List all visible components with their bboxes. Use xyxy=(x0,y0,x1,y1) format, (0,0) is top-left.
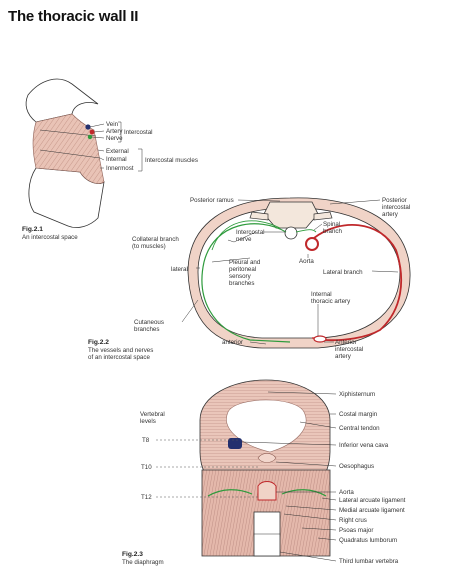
intercostal-vein xyxy=(85,124,91,130)
label-spinal-2: branch xyxy=(323,228,342,235)
aortic-hiatus xyxy=(257,481,277,501)
label-lateral-branch: Lateral branch xyxy=(323,269,363,276)
label-collateral-2: (to muscles) xyxy=(132,243,166,250)
label-anterior-ic-1: Anterior xyxy=(335,339,357,346)
label-psoas: Psoas major xyxy=(339,527,373,534)
label-posterior-ic-artery-2: intercostal xyxy=(382,204,410,211)
page-title: The thoracic wall II xyxy=(8,8,139,25)
label-pleural-4: branches xyxy=(229,280,254,287)
label-central-tendon: Central tendon xyxy=(339,425,380,432)
vertebral-processes xyxy=(249,211,333,221)
fig1-intercostal-space: Vein Artery Nerve Intercostal External I… xyxy=(22,78,198,241)
label-lateral: lateral xyxy=(171,266,188,273)
aorta-section xyxy=(305,237,319,251)
collateral-branch-nerve xyxy=(211,220,281,251)
label-posterior-ramus: Posterior ramus xyxy=(190,197,234,204)
label-cutaneous-1: Cutaneous xyxy=(134,319,164,326)
fig3-caption-text: The diaphragm xyxy=(122,559,164,566)
label-internal-thoracic-2: thoracic artery xyxy=(311,298,351,305)
upper-rib xyxy=(25,78,99,123)
label-t12: T12 xyxy=(141,494,152,501)
label-internal-thoracic-1: Internal xyxy=(311,291,332,298)
label-right-crus: Right crus xyxy=(339,517,367,524)
label-costal-margin: Costal margin xyxy=(339,411,378,418)
label-posterior-ic-artery-1: Posterior xyxy=(382,197,407,204)
label-collateral-1: Collateral branch xyxy=(132,236,179,243)
label-cutaneous-2: branches xyxy=(134,326,159,333)
label-anterior: anterior xyxy=(222,339,243,346)
label-intercostal-nerve-2: nerve xyxy=(236,236,252,243)
label-pleural-1: Pleural and xyxy=(229,259,261,266)
fig2-caption-line2: of an intercostal space xyxy=(88,354,150,361)
label-intercostal-nerve-1: Intercostal xyxy=(236,229,265,236)
label-t8: T8 xyxy=(142,437,150,444)
posterior-intercostal-artery xyxy=(313,224,403,342)
label-external: External xyxy=(106,148,129,155)
label-posterior-ic-artery-3: artery xyxy=(382,211,399,218)
fig1-caption-text: An intercostal space xyxy=(22,234,78,241)
inferior-vena-cava xyxy=(228,438,242,449)
label-quadratus: Quadratus lumborum xyxy=(339,537,397,544)
label-innermost: Innermost xyxy=(106,165,134,172)
fig3-diaphragm: Vertebral levels T8 T10 T12 Xiphisternum… xyxy=(122,379,406,566)
label-pleural-2: peritoneal xyxy=(229,266,256,273)
label-internal: Internal xyxy=(106,156,127,163)
central-tendon xyxy=(226,399,307,453)
label-medial-arcuate: Medial arcuate ligament xyxy=(339,507,405,514)
label-anterior-ic-2: intercostal xyxy=(335,346,363,353)
spinal-cord xyxy=(284,226,298,240)
label-xiphisternum: Xiphisternum xyxy=(339,391,375,398)
label-ivc: Inferior vena cava xyxy=(339,442,389,449)
label-intercostal-muscles: Intercostal muscles xyxy=(145,157,198,164)
label-aorta-dia: Aorta xyxy=(339,489,354,496)
label-spinal-1: Spinal xyxy=(323,221,340,228)
intercostal-nerve xyxy=(87,134,93,140)
fig2-caption-number: Fig.2.2 xyxy=(88,339,109,346)
label-t10: T10 xyxy=(141,464,152,471)
label-oesophagus: Oesophagus xyxy=(339,463,374,470)
label-vertebral-1: Vertebral xyxy=(140,411,165,418)
intercostal-nerve-path xyxy=(201,223,291,343)
spinal-branch-nerve xyxy=(295,229,317,233)
intercostal-artery xyxy=(89,129,95,135)
arcuate-ligaments xyxy=(207,489,327,497)
label-third-lumbar: Third lumbar vertebra xyxy=(339,558,399,565)
fig2-caption-line1: The vessels and nerves xyxy=(88,347,153,354)
label-lateral-arcuate: Lateral arcuate ligament xyxy=(339,497,406,504)
label-aorta: Aorta xyxy=(299,258,314,265)
label-vertebral-2: levels xyxy=(140,418,156,425)
fig3-caption-number: Fig.2.3 xyxy=(122,551,143,558)
fig1-caption-number: Fig.2.1 xyxy=(22,226,43,233)
oesophagus-opening xyxy=(257,453,277,463)
fig2-vessels-nerves: Posterior ramus Posterior intercostal ar… xyxy=(88,197,411,361)
label-vein: Vein xyxy=(106,121,119,128)
label-nerve: Nerve xyxy=(106,135,123,142)
label-pleural-3: sensory xyxy=(229,273,252,280)
label-anterior-ic-3: artery xyxy=(335,353,352,360)
label-intercostal: Intercostal xyxy=(124,129,153,136)
label-artery: Artery xyxy=(106,128,123,135)
anterior-intercostal-artery xyxy=(313,335,327,343)
